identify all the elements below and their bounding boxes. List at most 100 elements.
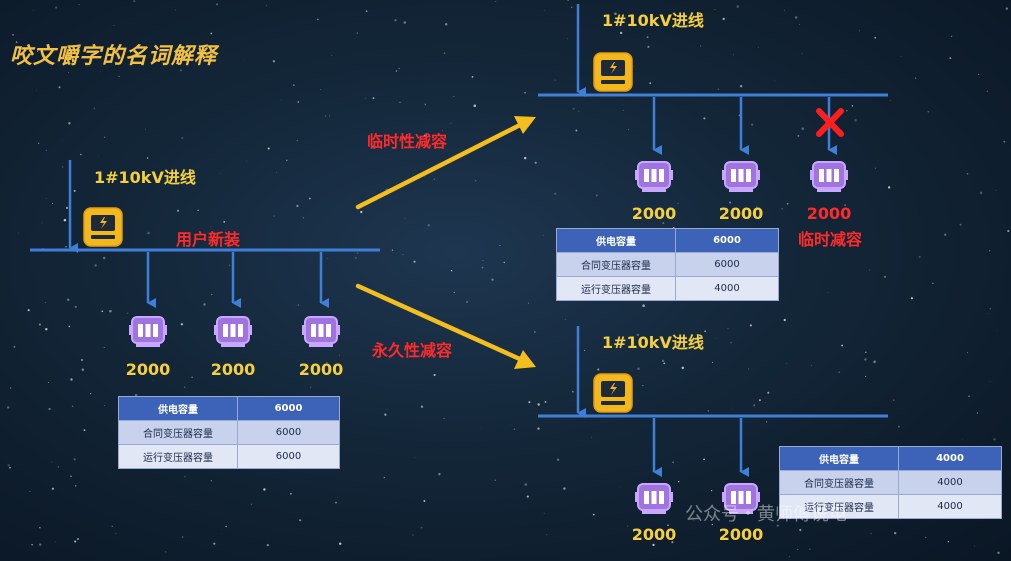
star xyxy=(1005,7,1008,10)
star xyxy=(297,101,300,103)
star xyxy=(317,18,319,21)
star xyxy=(63,218,67,222)
top-right-transformer-icon-1 xyxy=(634,161,674,193)
star xyxy=(67,71,69,74)
star xyxy=(289,492,292,495)
star xyxy=(296,204,299,208)
star xyxy=(61,165,64,168)
star xyxy=(70,378,73,381)
star xyxy=(584,349,586,351)
star xyxy=(722,17,725,21)
table-cell-value: 6000 xyxy=(675,228,779,253)
table-row: 合同变压器容量 6000 xyxy=(118,420,340,445)
star xyxy=(75,485,77,487)
star xyxy=(974,545,976,547)
star xyxy=(628,129,630,130)
star xyxy=(181,536,184,538)
star xyxy=(662,222,665,225)
star xyxy=(51,461,53,463)
table-cell-value: 6000 xyxy=(675,252,779,277)
star xyxy=(700,45,702,47)
star xyxy=(642,385,644,386)
table-cell-label: 运行变压器容量 xyxy=(556,276,676,301)
star xyxy=(334,501,338,504)
star xyxy=(827,292,829,293)
star xyxy=(893,399,895,401)
star xyxy=(647,45,650,48)
star xyxy=(44,302,46,304)
star xyxy=(412,534,414,536)
star xyxy=(572,107,575,110)
star xyxy=(331,54,333,56)
star xyxy=(889,99,891,101)
star xyxy=(433,178,436,180)
star xyxy=(38,323,41,326)
left-transformer-icon-3 xyxy=(301,316,341,348)
star xyxy=(730,341,733,344)
star xyxy=(677,480,680,483)
star xyxy=(250,503,253,506)
star xyxy=(949,57,952,60)
star xyxy=(126,312,129,315)
star xyxy=(31,543,33,546)
star xyxy=(174,9,176,11)
star xyxy=(266,5,267,7)
star xyxy=(48,407,51,411)
star xyxy=(481,266,484,269)
star xyxy=(633,66,635,67)
star xyxy=(210,480,212,482)
star xyxy=(844,204,846,206)
star xyxy=(900,56,902,58)
star xyxy=(537,403,540,406)
star xyxy=(811,365,812,366)
star xyxy=(717,88,719,90)
star xyxy=(444,22,448,26)
star xyxy=(180,69,182,72)
bottom-right-transformer-icon-1 xyxy=(634,483,674,515)
star xyxy=(491,278,494,281)
star xyxy=(528,401,531,404)
star xyxy=(471,76,474,78)
top-right-transformer-icon-2 xyxy=(721,161,761,193)
star xyxy=(423,500,426,502)
star xyxy=(324,115,327,117)
star xyxy=(874,167,877,170)
star xyxy=(711,523,713,526)
star xyxy=(524,92,526,94)
star xyxy=(68,122,71,125)
left-capacity-1: 2000 xyxy=(125,360,171,379)
star xyxy=(841,344,844,347)
star xyxy=(395,70,398,72)
star xyxy=(997,551,1000,555)
star xyxy=(58,60,59,61)
star xyxy=(296,140,298,142)
star xyxy=(364,97,366,99)
star xyxy=(427,223,431,227)
star xyxy=(194,64,196,66)
star xyxy=(55,6,58,9)
star xyxy=(1007,229,1010,233)
star xyxy=(727,327,729,329)
star xyxy=(339,354,340,356)
star xyxy=(109,309,112,313)
left-feeder-label: 1#10kV进线 xyxy=(94,168,196,187)
star xyxy=(443,52,446,55)
left-transformer-icon-1 xyxy=(128,316,168,348)
star xyxy=(310,386,312,388)
table-cell-label: 运行变压器容量 xyxy=(779,494,899,519)
star xyxy=(450,122,452,124)
star xyxy=(729,201,732,204)
star xyxy=(228,264,231,267)
star xyxy=(134,393,138,397)
star xyxy=(71,405,74,407)
star xyxy=(442,130,443,131)
star xyxy=(29,491,31,493)
star xyxy=(714,8,716,10)
star xyxy=(74,305,77,308)
star xyxy=(215,3,219,6)
star xyxy=(45,149,47,151)
star xyxy=(104,136,106,138)
table-row: 合同变压器容量 6000 xyxy=(556,252,779,277)
star xyxy=(554,192,557,195)
